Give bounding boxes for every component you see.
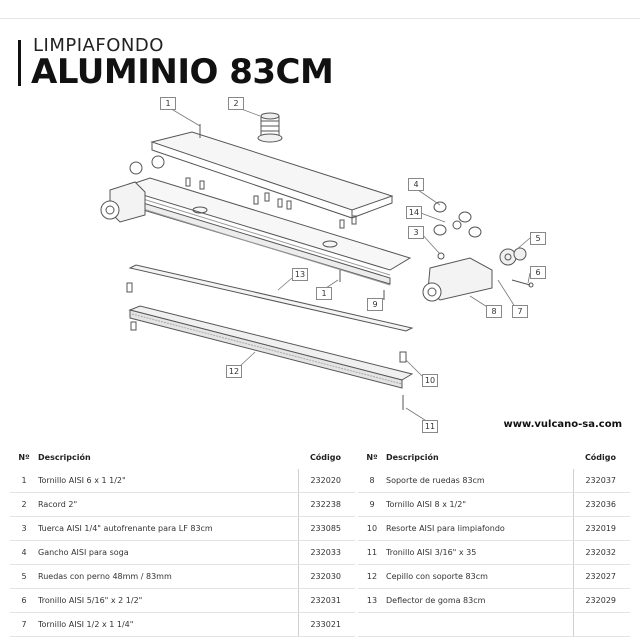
row-code: 232027 xyxy=(572,564,630,589)
top-bar-front xyxy=(151,142,353,219)
row-num: 12 xyxy=(358,564,386,589)
callout-11: 11 xyxy=(422,420,438,433)
callout-13: 13 xyxy=(292,268,308,281)
row-code: 232029 xyxy=(572,588,630,613)
row-num: 1 xyxy=(10,469,38,493)
row-num: 10 xyxy=(358,516,386,541)
racord-part xyxy=(257,112,283,143)
row-desc xyxy=(386,612,573,637)
row-code: 232019 xyxy=(572,516,630,541)
header-code: Código xyxy=(584,453,616,462)
callout-3: 3 xyxy=(408,226,424,239)
callout-12: 12 xyxy=(226,365,242,378)
table-header-row: Nº Descripción Código xyxy=(358,446,630,469)
callout-1: 1 xyxy=(160,97,176,110)
callout-8: 8 xyxy=(486,305,502,318)
left-bracket xyxy=(100,155,165,223)
brush xyxy=(128,305,414,389)
callout-6: 6 xyxy=(530,266,546,279)
row-desc: Cepillo con soporte 83cm xyxy=(386,564,573,589)
row-num: 13 xyxy=(358,588,386,613)
header-num: Nº xyxy=(18,453,30,462)
row-desc: Racord 2" xyxy=(38,492,298,517)
table-header-row: Nº Descripción Código xyxy=(10,446,355,469)
website-link[interactable]: www.vulcano-sa.com xyxy=(503,419,622,430)
row-code: 233021 xyxy=(297,612,355,637)
right-bracket xyxy=(422,257,493,302)
row-num: 2 xyxy=(10,492,38,517)
exploded-diagram xyxy=(100,106,534,423)
callout-9: 9 xyxy=(367,298,383,311)
table-row xyxy=(358,612,630,637)
row-desc: Tornillo AISI 6 x 1 1/2" xyxy=(38,469,298,493)
row-desc: Deflector de goma 83cm xyxy=(386,588,573,613)
row-code: 232033 xyxy=(297,540,355,565)
row-desc: Tornillo AISI 8 x 1/2" xyxy=(386,492,573,517)
main-body xyxy=(118,177,412,271)
header-desc: Descripción xyxy=(386,453,439,462)
hooks xyxy=(433,201,482,238)
row-num: 3 xyxy=(10,516,38,541)
wheels xyxy=(499,247,527,266)
row-num: 8 xyxy=(358,469,386,493)
row-desc: Resorte AISI para limpiafondo xyxy=(386,516,573,541)
row-code: 232238 xyxy=(297,492,355,517)
row-desc: Tuerca AISI 1/4" autofrenante para LF 83… xyxy=(38,516,298,541)
top-divider xyxy=(0,18,640,19)
row-code: 233085 xyxy=(297,516,355,541)
row-desc: Tronillo AISI 3/16" x 35 xyxy=(386,540,573,565)
header-num: Nº xyxy=(366,453,378,462)
header-desc: Descripción xyxy=(38,453,91,462)
row-num: 9 xyxy=(358,492,386,517)
page-title: ALUMINIO 83CM xyxy=(31,52,334,92)
row-code: 232020 xyxy=(297,469,355,493)
callout-4: 4 xyxy=(408,178,424,191)
callout-2: 2 xyxy=(228,97,244,110)
row-desc: Ruedas con perno 48mm / 83mm xyxy=(38,564,298,589)
row-num: 11 xyxy=(358,540,386,565)
row-code xyxy=(572,612,630,637)
callout-1b: 1 xyxy=(316,287,332,300)
callout-5: 5 xyxy=(530,232,546,245)
callout-10: 10 xyxy=(422,374,438,387)
row-code: 232030 xyxy=(297,564,355,589)
nut xyxy=(437,252,445,260)
spring xyxy=(399,351,407,363)
row-code: 232031 xyxy=(297,588,355,613)
deflector xyxy=(128,264,414,332)
screw-6 xyxy=(511,279,531,286)
row-num: 7 xyxy=(10,612,38,637)
row-code: 232032 xyxy=(572,540,630,565)
row-code: 232036 xyxy=(572,492,630,517)
page-subtitle: LIMPIAFONDO xyxy=(33,35,164,56)
callout-7: 7 xyxy=(512,305,528,318)
row-num: 5 xyxy=(10,564,38,589)
row-num: 6 xyxy=(10,588,38,613)
row-desc: Tronillo AISI 5/16" x 2 1/2" xyxy=(38,588,298,613)
row-desc: Soporte de ruedas 83cm xyxy=(386,469,573,493)
row-desc: Tornillo AISI 1/2 x 1 1/4" xyxy=(38,612,298,637)
header-code: Código xyxy=(309,453,341,462)
row-code: 232037 xyxy=(572,469,630,493)
callout-14: 14 xyxy=(406,206,422,219)
title-accent-bar xyxy=(18,40,21,86)
row-num xyxy=(358,612,386,637)
row-num: 4 xyxy=(10,540,38,565)
row-desc: Gancho AISI para soga xyxy=(38,540,298,565)
